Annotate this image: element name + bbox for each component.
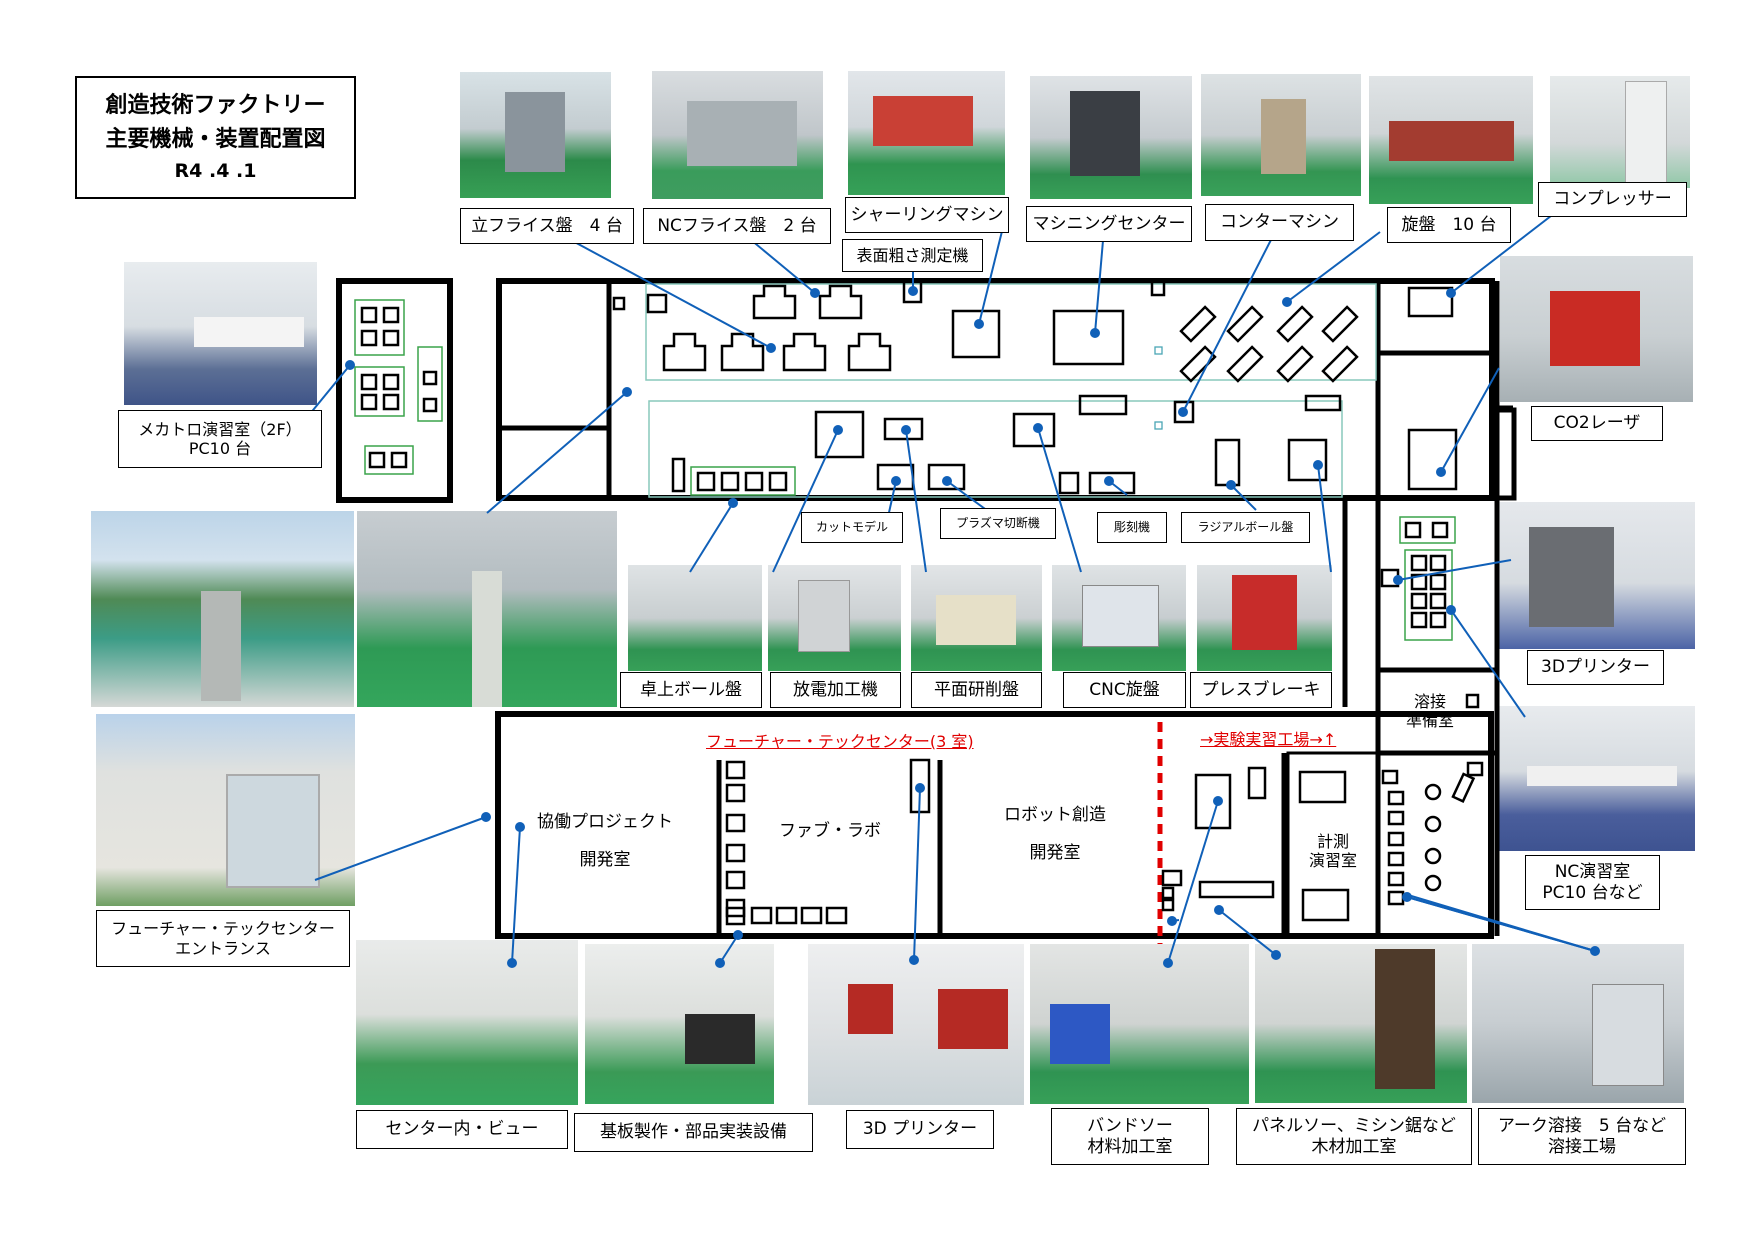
label-3d-printer-bottom: 3D プリンター	[846, 1110, 994, 1149]
label-panelsaw: パネルソー、ミシン鋸など 木材加工室	[1236, 1108, 1472, 1165]
label-press-brake: プレスブレーキ	[1190, 672, 1332, 708]
photo-nc-room	[1497, 706, 1695, 851]
photo-press-brake	[1197, 565, 1332, 671]
title-line-1: 創造技術ファクトリー	[105, 92, 326, 118]
photo-lathe	[1369, 76, 1533, 204]
label-nc-room: NC演習室 PC10 台など	[1525, 855, 1660, 910]
photo-machining-center	[1030, 76, 1192, 199]
photo-nc-mill	[652, 71, 823, 199]
photo-center-view	[356, 940, 578, 1105]
label-radial: ラジアルボール盤	[1181, 512, 1310, 543]
label-lathe: 旋盤 10 台	[1387, 207, 1511, 243]
label-pcb: 基板製作・部品実装設備	[574, 1113, 813, 1152]
photo-shearing	[848, 71, 1005, 195]
ftc-header: フューチャー・テックセンター(3 室)	[706, 732, 974, 751]
label-3d-printer-right: 3Dプリンター	[1527, 650, 1664, 685]
label-mechatro-room: メカトロ演習室（2F） PC10 台	[118, 410, 322, 468]
label-cut-model: カットモデル	[801, 512, 903, 543]
photo-arc-welding	[1472, 944, 1684, 1103]
photo-3d-printer-right	[1499, 502, 1695, 649]
room-weld-prep: 溶接 準備室	[1405, 692, 1454, 730]
lab-header: →実験実習工場→↑	[1200, 730, 1337, 749]
mechatro-building-wall	[336, 278, 453, 503]
label-nc-mill: NCフライス盤 2 台	[643, 208, 831, 244]
photo-pcb	[585, 944, 774, 1104]
main-building-wall	[496, 278, 1495, 501]
label-machining-center: マシニングセンター	[1026, 206, 1192, 242]
label-ftc-entrance: フューチャー・テックセンター エントランス	[96, 910, 350, 967]
label-cnc-lathe: CNC旋盤	[1063, 672, 1186, 708]
photo-building-aerial	[91, 511, 354, 707]
label-center-view: センター内・ビュー	[356, 1110, 568, 1149]
photo-factory-interior	[357, 511, 617, 707]
photo-grinder	[911, 565, 1042, 671]
label-vertical-mill: 立フライス盤 4 台	[460, 208, 634, 244]
room-fablab: ファブ・ラボ	[779, 821, 881, 841]
photo-compressor	[1550, 76, 1690, 188]
photo-contour	[1201, 74, 1361, 196]
label-contour: コンターマシン	[1205, 204, 1354, 241]
label-bandsaw: バンドソー 材料加工室	[1051, 1108, 1209, 1165]
room-collab: 協働プロジェクト 開発室	[537, 812, 673, 870]
photo-drill	[628, 565, 762, 671]
label-compressor: コンプレッサー	[1538, 182, 1687, 217]
photo-cnc-lathe	[1052, 565, 1186, 671]
photo-vertical-mill	[460, 72, 611, 198]
photo-edm	[768, 565, 901, 671]
label-roughness: 表面粗さ測定機	[842, 239, 983, 272]
room-measure: 計測 演習室	[1308, 832, 1357, 870]
label-drill: 卓上ボール盤	[620, 672, 762, 708]
photo-3d-printer-bottom	[808, 944, 1024, 1105]
label-grinder: 平面研削盤	[911, 672, 1042, 708]
photo-bandsaw	[1030, 944, 1249, 1104]
ftc-building-wall	[495, 711, 1494, 939]
label-shearing: シャーリングマシン	[845, 197, 1009, 233]
room-robot: ロボット創造 開発室	[1004, 805, 1106, 863]
label-edm: 放電加工機	[770, 672, 901, 708]
photo-panelsaw	[1255, 944, 1467, 1103]
photo-co2-laser	[1500, 256, 1693, 402]
title-line-2: 主要機械・装置配置図	[105, 126, 326, 152]
title-version: R4 .4 .1	[174, 159, 257, 182]
photo-ftc-entrance	[96, 714, 355, 906]
photo-mechatro-room	[124, 262, 317, 405]
label-plasma: プラズマ切断機	[940, 508, 1056, 539]
label-engraver: 彫刻機	[1097, 512, 1167, 543]
label-arc-welding: アーク溶接 5 台など 溶接工場	[1478, 1108, 1686, 1165]
title-box: 創造技術ファクトリー 主要機械・装置配置図 R4 .4 .1	[75, 76, 356, 199]
label-co2-laser: CO2レーザ	[1531, 406, 1663, 441]
